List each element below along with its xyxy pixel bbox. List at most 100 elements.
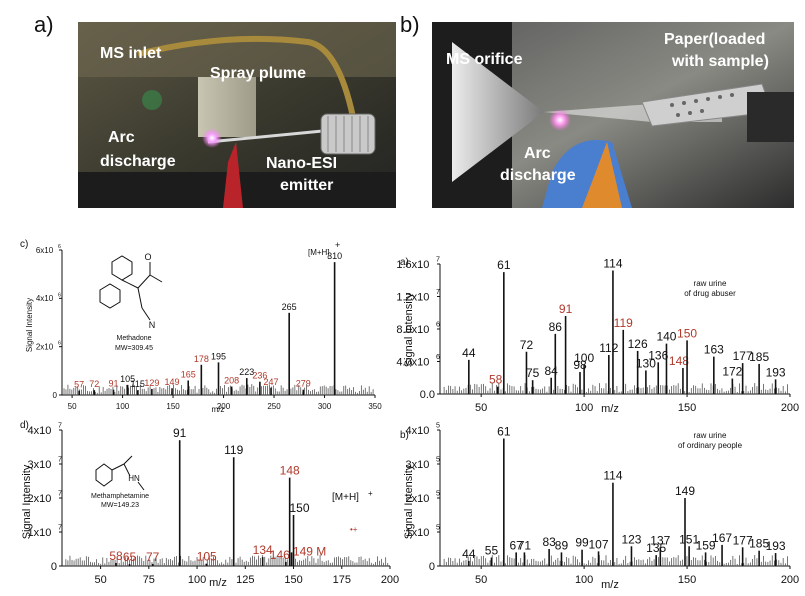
y-tick-exponent: 7: [58, 421, 62, 429]
bond: [149, 274, 163, 283]
peak-label-149: 149 M: [293, 544, 326, 558]
peak-label-178: 178: [194, 354, 209, 364]
y-tick-exponent: 6: [58, 244, 61, 250]
peak-label-193: 193: [766, 539, 786, 553]
ring: [95, 463, 113, 487]
y-tick-exponent: 7: [58, 523, 62, 531]
label-ms-orifice: MS orifice: [446, 51, 523, 68]
peak-label-83: 83: [542, 535, 556, 549]
peak-label-114: 114: [603, 257, 622, 271]
peak-label-137: 137: [650, 533, 670, 547]
peak-label-72: 72: [89, 379, 99, 389]
peak-label-148: 148: [280, 464, 300, 478]
peak-label-149: 149: [675, 484, 695, 498]
chart-a2-y-axis-label: Signal Intensity: [403, 292, 415, 367]
peak-label-279: 279: [296, 379, 311, 389]
chart-c-y-axis-label: Signal Intensity: [25, 298, 34, 352]
y-tick-label: 0: [51, 561, 57, 573]
bond: [137, 274, 151, 289]
x-tick-label: 50: [475, 402, 487, 414]
peak-label-67: 67: [509, 538, 523, 552]
y-tick-label: 0: [53, 391, 58, 400]
chart-d-panel-label: d): [20, 420, 29, 431]
y-tick-label: 4.0x10: [396, 356, 429, 368]
peak-label-310: 310: [327, 251, 342, 261]
peak-label-119: 119: [224, 443, 243, 457]
peak-label-100: 100: [574, 351, 594, 365]
peak-label-84: 84: [544, 364, 558, 378]
y-tick-label: 0: [429, 561, 435, 573]
y-tick-exponent: 6: [436, 353, 440, 361]
compound-mw: MW=309.45: [115, 345, 153, 352]
peak-label-61: 61: [497, 425, 511, 439]
x-tick-label: 125: [236, 574, 254, 586]
peak-label-159: 159: [696, 538, 716, 552]
peak-label-150: 150: [677, 326, 697, 340]
photo-b: MS orifice Paper(loaded with sample) Arc…: [432, 22, 794, 208]
oxygen-atom: O: [144, 252, 151, 262]
bond: [123, 463, 131, 477]
y-tick-exponent: 7: [58, 455, 62, 463]
sample-label-2: of drug abuser: [684, 289, 736, 298]
peak-label-265: 265: [282, 302, 297, 312]
peak-label-150: 150: [290, 501, 310, 515]
nitrogen-atom: N: [149, 320, 156, 330]
label-nano-esi-2: emitter: [280, 177, 333, 194]
peak-label-130: 130: [636, 356, 656, 370]
peak-label-151: 151: [679, 532, 699, 546]
y-tick-label: 1x10: [28, 527, 52, 539]
y-tick-exponent: 5: [436, 489, 440, 497]
photo-a: MS inlet Spray plume Arc discharge Nano-…: [78, 22, 396, 208]
sample-label-1: raw urine: [694, 431, 727, 440]
photo-a-illustration: MS inlet Spray plume Arc discharge Nano-…: [78, 22, 396, 208]
peak-label-44: 44: [462, 346, 476, 360]
label-arc-1: Arc: [108, 129, 135, 146]
peak-label-112: 112: [599, 341, 618, 355]
peak-label-236: 236: [252, 371, 267, 381]
peak-label-247: 247: [263, 377, 278, 387]
y-tick-label: 2x10: [28, 493, 52, 505]
peak-label-129: 129: [144, 378, 159, 388]
x-tick-label: 200: [781, 574, 799, 586]
x-tick-label: 150: [678, 574, 696, 586]
y-tick-label: 4x10: [28, 425, 52, 437]
peak-label-167: 167: [712, 531, 732, 545]
peak-label-119: 119: [614, 316, 633, 330]
y-tick-label: 1.2x10: [396, 291, 429, 303]
chart-c-x-axis-label: m/z: [212, 405, 225, 414]
x-tick-label: 200: [217, 402, 231, 411]
peak-label-223: 223: [239, 367, 254, 377]
peak-label-91: 91: [173, 426, 187, 440]
peak-label-91: 91: [108, 379, 118, 389]
x-tick-label: 50: [94, 574, 106, 586]
peak-label-123: 123: [621, 532, 641, 546]
label-paper-1: Paper(loaded: [664, 31, 765, 48]
x-tick-label: 100: [575, 402, 593, 414]
peak-label-99: 99: [575, 536, 589, 550]
chart-a2-panel-label: a): [400, 257, 409, 268]
label-arc-b-1: Arc: [524, 145, 551, 162]
chart-d-y-axis-label: Signal Intensity: [21, 464, 33, 539]
y-tick-label: 3x10: [28, 459, 52, 471]
chart-b2-y-axis-label: Signal Intensity: [403, 464, 415, 539]
compound-name: Methamphetamine: [91, 493, 149, 500]
x-tick-label: 250: [267, 402, 281, 411]
peak-label-89: 89: [555, 538, 569, 552]
chart-b2-panel-label: b): [400, 430, 409, 441]
y-tick-exponent: 6: [58, 292, 61, 298]
methadone-structure-icon: [99, 255, 163, 321]
y-tick-exponent: 7: [58, 489, 62, 497]
x-tick-label: 100: [575, 574, 593, 586]
x-tick-label: 50: [475, 574, 487, 586]
y-tick-exponent: 7: [436, 255, 440, 263]
peak-label-77: 77: [146, 550, 160, 564]
y-tick-exponent: 6: [58, 341, 61, 347]
compound-mw: MW=149.23: [101, 502, 139, 509]
y-tick-label: 8.0x10: [396, 324, 429, 336]
chart-b2-x-axis-label: m/z: [601, 579, 619, 591]
y-tick-exponent: 5: [436, 455, 440, 463]
